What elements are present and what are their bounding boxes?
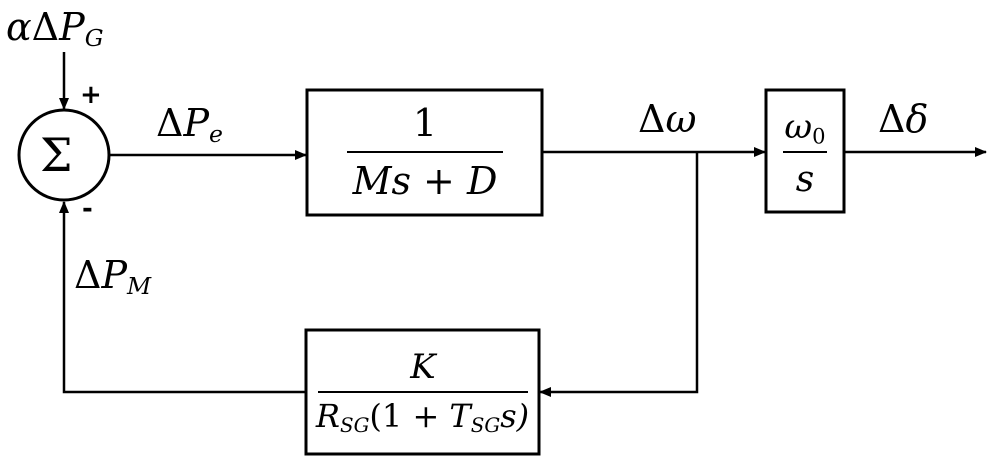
feedback-label: ΔPM	[74, 256, 151, 298]
feedback-return	[59, 201, 306, 394]
integrator-omega-sub: 0	[812, 123, 826, 149]
plus-sign: +	[80, 80, 102, 110]
feedback-den-end: s)	[500, 397, 530, 435]
feedback-delta: Δ	[74, 253, 102, 297]
error-sub: e	[209, 119, 223, 148]
integrator-denominator: s	[795, 159, 815, 200]
feedback-sub: M	[127, 271, 152, 300]
forward-numerator: 1	[412, 101, 438, 145]
input-sub: G	[84, 23, 104, 52]
input-label: αΔPG	[6, 8, 104, 50]
feedback-branch	[539, 152, 699, 397]
feedback-den-mid: (1 +	[369, 397, 450, 435]
error-delta: Δ	[156, 101, 184, 145]
integrator-omega: ω	[784, 107, 813, 147]
forward-denominator: Ms + D	[352, 159, 498, 203]
integrator-numerator: ω0	[770, 110, 840, 146]
input-delta: Δ	[31, 5, 60, 49]
speed-label: Δω	[638, 100, 696, 138]
output-delta: Δ	[878, 97, 906, 141]
error-var: P	[183, 101, 210, 145]
error-label: ΔPe	[156, 104, 223, 146]
input-coef: α	[6, 5, 32, 49]
feedback-denominator: RSG(1 + TSGs)	[306, 400, 539, 436]
speed-delta: Δ	[638, 97, 666, 141]
minus-sign: -	[82, 194, 93, 224]
feedback-den-r: R	[315, 397, 340, 435]
sigma-symbol: Σ	[40, 128, 73, 182]
output-label: Δδ	[878, 100, 928, 138]
output-var: δ	[905, 97, 929, 141]
input-var: P	[59, 5, 85, 49]
feedback-var: P	[101, 253, 128, 297]
feedback-numerator: K	[410, 347, 436, 387]
speed-var: ω	[665, 97, 697, 141]
feedback-den-t-sub: SG	[470, 413, 501, 437]
feedback-den-r-sub: SG	[339, 413, 370, 437]
feedback-den-t: T	[449, 397, 471, 435]
